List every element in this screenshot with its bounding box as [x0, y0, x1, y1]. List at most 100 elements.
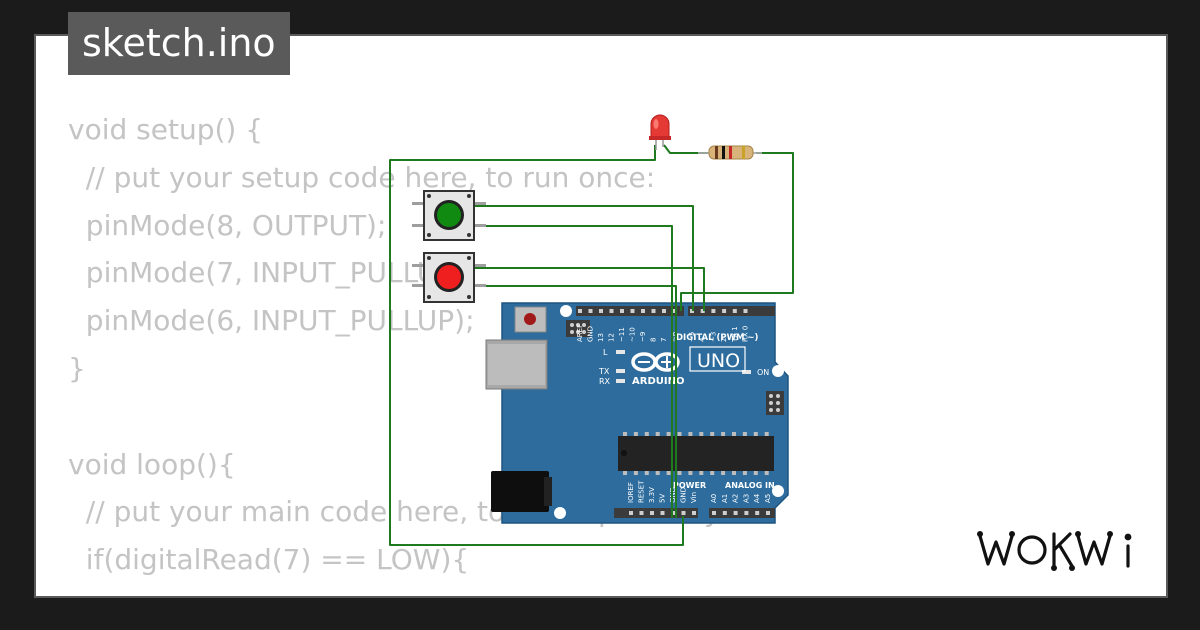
wokwi-logo: [977, 531, 1132, 571]
wires: [389, 144, 794, 546]
code-line: }: [68, 351, 86, 385]
digital-pin-label: ~9: [639, 332, 647, 342]
analog-pin-label: A2: [732, 494, 740, 503]
analog-pin[interactable]: [766, 511, 770, 515]
code-line: void loop(){: [68, 447, 236, 481]
power-header-label: POWER: [673, 481, 706, 490]
digital-pin-label: RX 0: [742, 326, 750, 342]
digital-pin[interactable]: [743, 309, 748, 313]
power-pin[interactable]: [650, 511, 654, 515]
code-line: void setup() {: [68, 113, 264, 146]
digital-pin-label: 8: [650, 338, 658, 342]
analog-header-label: ANALOG IN: [725, 481, 775, 490]
chip-pin: [764, 432, 769, 436]
power-pin-label: 3.3V: [648, 487, 656, 503]
reset-button-cap[interactable]: [524, 313, 536, 325]
chip-pin: [633, 471, 638, 475]
digital-pin[interactable]: [609, 309, 614, 313]
power-pin-label: RESET: [638, 480, 646, 503]
digital-pin[interactable]: [722, 309, 727, 313]
code-line: pinMode(8, OUTPUT);: [68, 208, 387, 242]
red-pushbutton[interactable]: [412, 252, 486, 303]
digital-pin[interactable]: [599, 309, 603, 313]
analog-pin[interactable]: [722, 511, 727, 515]
chip-pin: [753, 432, 758, 436]
led-tx: [616, 369, 625, 373]
chip-pin: [732, 471, 736, 475]
wire[interactable]: [474, 267, 705, 311]
led-on-label: ON: [757, 368, 769, 377]
analog-pin[interactable]: [733, 511, 738, 515]
power-pin[interactable]: [692, 511, 696, 515]
digital-pin-label: ~10: [629, 327, 637, 342]
chip-pin: [688, 471, 693, 475]
digital-pin[interactable]: [662, 309, 666, 313]
analog-pin[interactable]: [755, 511, 760, 515]
chip-pin: [699, 432, 704, 436]
analog-pin-label: A1: [721, 494, 729, 503]
analog-pin-label: A0: [710, 494, 718, 503]
microcontroller-chip: [618, 432, 774, 475]
digital-pin-label: ~5: [688, 332, 696, 342]
power-pin-label: GND: [680, 487, 688, 503]
file-name-tab[interactable]: sketch.ino: [68, 12, 290, 75]
digital-header-label: DIGITAL (PWM ~): [676, 333, 758, 343]
power-pin[interactable]: [660, 511, 665, 515]
digital-pin[interactable]: [578, 309, 582, 313]
chip-pin: [633, 432, 638, 436]
digital-pin-label: TX 1: [731, 326, 739, 343]
wire[interactable]: [680, 152, 794, 311]
digital-pin[interactable]: [620, 309, 624, 313]
chip-pin: [764, 471, 769, 475]
wire[interactable]: [389, 145, 684, 546]
analog-pin-label: A5: [764, 494, 772, 503]
usb-connector-inner: [488, 344, 545, 385]
analog-pin[interactable]: [712, 511, 716, 515]
chip-pin: [721, 471, 726, 475]
chip-pin: [644, 471, 649, 475]
mounting-hole: [560, 305, 572, 317]
digital-pin[interactable]: [732, 309, 737, 313]
code-line: // put your setup code here, to run once…: [68, 160, 656, 194]
chip-pin: [677, 432, 682, 436]
green-pushbutton[interactable]: [412, 190, 486, 241]
resistor[interactable]: [698, 145, 762, 160]
power-pin[interactable]: [639, 511, 644, 515]
digital-pin-label: 13: [597, 333, 605, 342]
chip-pin: [666, 471, 671, 475]
digital-pin-label: AREF: [576, 324, 584, 342]
power-pin[interactable]: [629, 511, 633, 515]
mounting-hole: [772, 365, 784, 377]
wire[interactable]: [663, 144, 708, 154]
chip-pin: [655, 471, 660, 475]
digital-pin[interactable]: [711, 309, 716, 313]
chip-pin: [644, 432, 649, 436]
chip-pin: [623, 432, 627, 436]
chip-pin: [699, 471, 704, 475]
digital-pin-label: 12: [608, 333, 616, 342]
digital-pin[interactable]: [672, 309, 677, 313]
wire[interactable]: [474, 225, 673, 518]
red-led[interactable]: [649, 114, 671, 150]
chip-pin: [688, 432, 693, 436]
power-analog-header: [614, 508, 775, 518]
analog-pin[interactable]: [744, 511, 749, 515]
board-model: UNO: [697, 350, 740, 372]
wire[interactable]: [474, 285, 677, 518]
digital-pin-label: GND: [587, 326, 595, 342]
chip-pin: [742, 471, 747, 475]
digital-pin[interactable]: [641, 309, 645, 313]
code-line: digitalWrite(8, HIGH);: [68, 584, 728, 596]
power-jack-tip: [544, 477, 552, 506]
wire[interactable]: [474, 205, 694, 311]
digital-pin[interactable]: [700, 309, 705, 313]
uno-badge: [689, 346, 746, 372]
power-pin[interactable]: [681, 511, 686, 515]
digital-pin[interactable]: [588, 309, 593, 313]
digital-pin[interactable]: [651, 309, 656, 313]
digital-pin[interactable]: [630, 309, 635, 313]
code-line: if(digitalRead(7) == LOW){: [68, 543, 470, 577]
digital-pin-label: 2: [720, 338, 728, 342]
